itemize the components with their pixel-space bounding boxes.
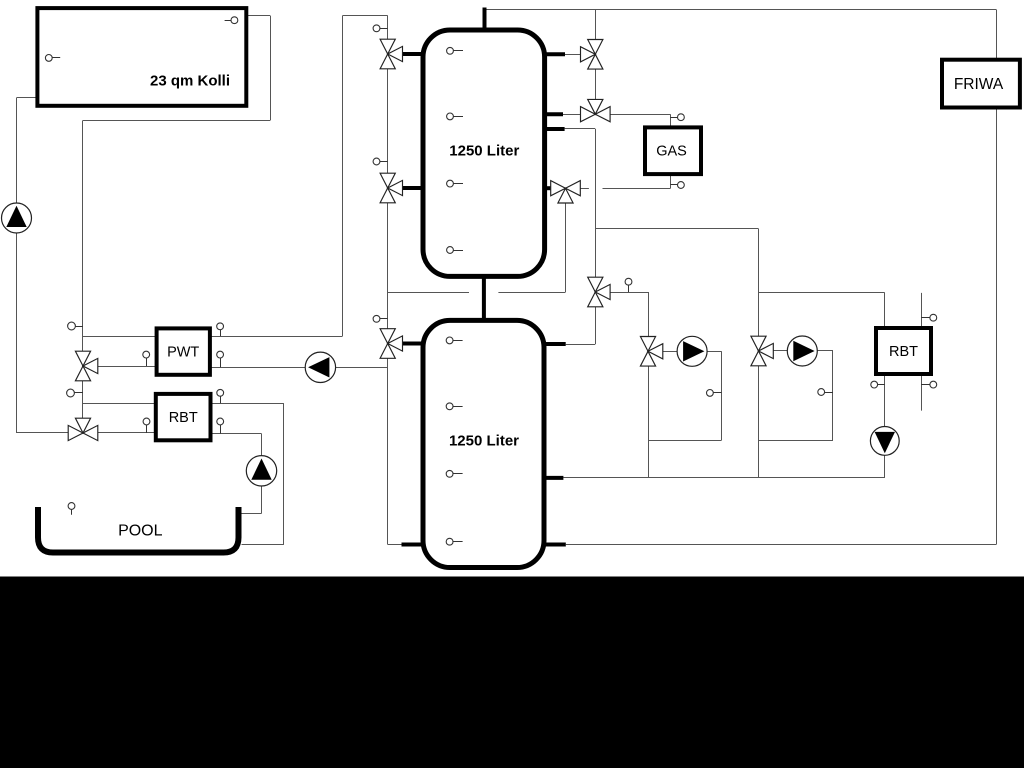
svg-text:1250 Liter: 1250 Liter [449,142,519,159]
svg-text:RBT: RBT [169,410,198,426]
svg-text:23 qm Kolli: 23 qm Kolli [150,73,230,90]
svg-text:1250 Liter: 1250 Liter [449,432,519,449]
svg-text:GAS: GAS [656,144,687,160]
svg-text:FRIWA: FRIWA [954,76,1004,93]
svg-text:POOL: POOL [118,522,163,539]
svg-text:RBT: RBT [889,344,918,360]
svg-text:PWT: PWT [167,345,199,361]
